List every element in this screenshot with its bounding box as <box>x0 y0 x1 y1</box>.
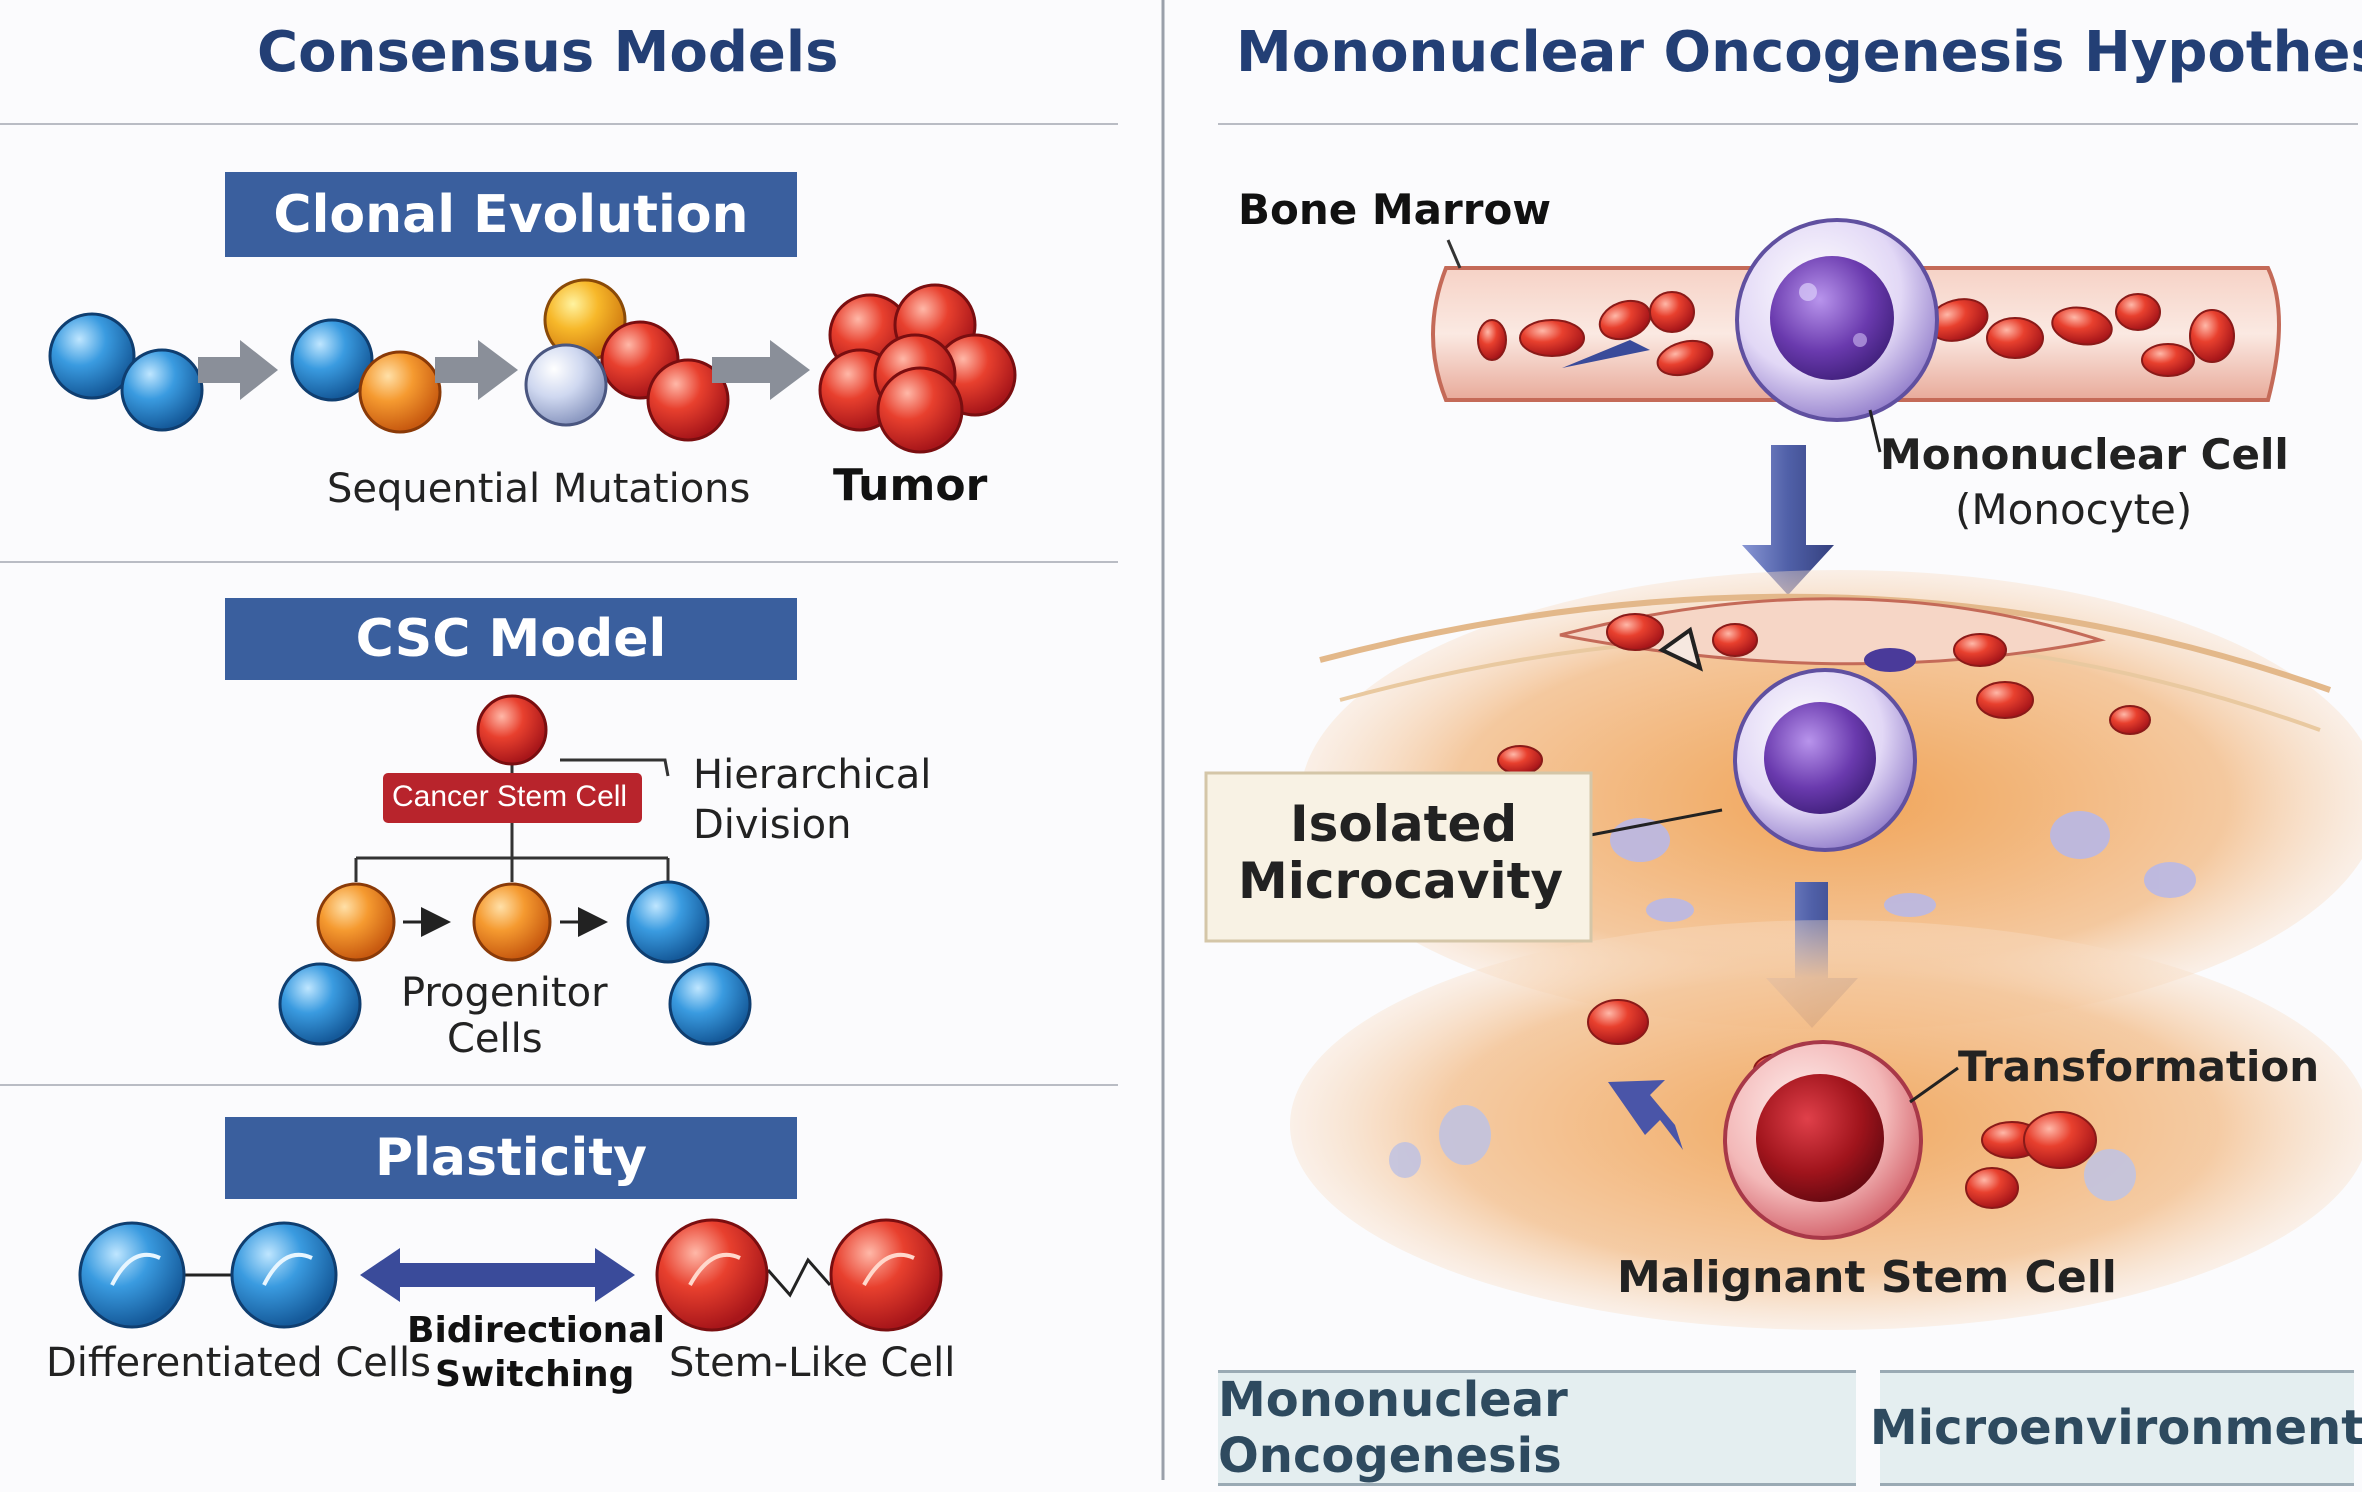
left-title: Consensus Models <box>257 20 839 85</box>
down-arrow <box>1742 445 1834 595</box>
tumor-label: Tumor <box>833 460 988 511</box>
cell-blue <box>626 880 710 964</box>
cancer-stem-cell-label: Cancer Stem Cell <box>392 780 628 813</box>
hierarchical-label-2: Division <box>693 802 852 848</box>
cell-differentiated <box>78 1221 186 1329</box>
hierarchical-label-1: Hierarchical <box>693 752 932 798</box>
tumor-cluster <box>818 283 1017 454</box>
monocyte-cell <box>1735 218 1939 422</box>
sequential-mutations-label: Sequential Mutations <box>327 466 751 512</box>
divider <box>0 1084 1118 1086</box>
cell-orange <box>316 882 396 962</box>
tab-microenvironment: Microenvironment <box>1870 1370 2362 1486</box>
microcavity-label: Microcavity <box>1238 852 1564 910</box>
cell-stem-like <box>655 1218 769 1332</box>
cell-orange <box>358 350 442 434</box>
cell-blue <box>278 962 362 1046</box>
monocyte-label: (Monocyte) <box>1955 485 2193 534</box>
cell-blue <box>120 348 204 432</box>
arrow-gray <box>712 340 810 400</box>
differentiated-cells-label: Differentiated Cells <box>46 1340 431 1386</box>
clonal-evolution-diagram <box>48 278 1017 454</box>
microcavity-box <box>1204 771 1593 943</box>
malignant-stem-cell-label: Malignant Stem Cell <box>1617 1252 2117 1303</box>
arrow-gray <box>198 340 278 400</box>
transformation-label: Transformation <box>1958 1042 2320 1091</box>
progenitor-label-2: Cells <box>447 1016 543 1062</box>
cell-orange <box>472 882 552 962</box>
bidirectional-arrow <box>360 1248 635 1302</box>
tissue-lower <box>1290 920 2362 1330</box>
mononuclear-cell-label: Mononuclear Cell <box>1880 430 2289 479</box>
csc-diagram <box>278 694 752 1046</box>
cell-blue <box>48 312 136 400</box>
right-title: Mononuclear Oncogenesis Hypothesis <box>1236 20 2362 85</box>
tab-mononuclear-oncogenesis: Mononuclear Oncogenesis <box>1218 1370 1856 1486</box>
cell-red <box>646 358 730 442</box>
diagonal-arrow <box>1608 1080 1683 1150</box>
arrow-gray <box>435 340 518 400</box>
csc-model-title: CSC Model <box>225 598 797 680</box>
plasticity-diagram <box>78 1218 943 1332</box>
bidirectional-label-1: Bidirectional <box>407 1310 665 1351</box>
tissue-microcavity <box>1300 570 2362 1030</box>
bone-marrow-label: Bone Marrow <box>1238 185 1552 234</box>
stem-like-label: Stem-Like Cell <box>669 1340 956 1386</box>
cell-differentiated <box>230 1221 338 1329</box>
divider <box>1218 123 2358 125</box>
cell-stem-like <box>829 1218 943 1332</box>
cell-pale <box>524 343 608 427</box>
cell-blue <box>290 318 374 402</box>
plasticity-title: Plasticity <box>225 1117 797 1199</box>
divider <box>0 123 1118 125</box>
isolated-label: Isolated <box>1290 795 1518 853</box>
cell-blue <box>668 962 752 1046</box>
progenitor-label-1: Progenitor <box>401 970 608 1016</box>
cancer-stem-cell-box <box>383 773 642 823</box>
clonal-evolution-title: Clonal Evolution <box>225 172 797 257</box>
stem-cell-top <box>476 694 548 766</box>
bidirectional-label-2: Switching <box>435 1354 635 1395</box>
divider <box>0 561 1118 563</box>
